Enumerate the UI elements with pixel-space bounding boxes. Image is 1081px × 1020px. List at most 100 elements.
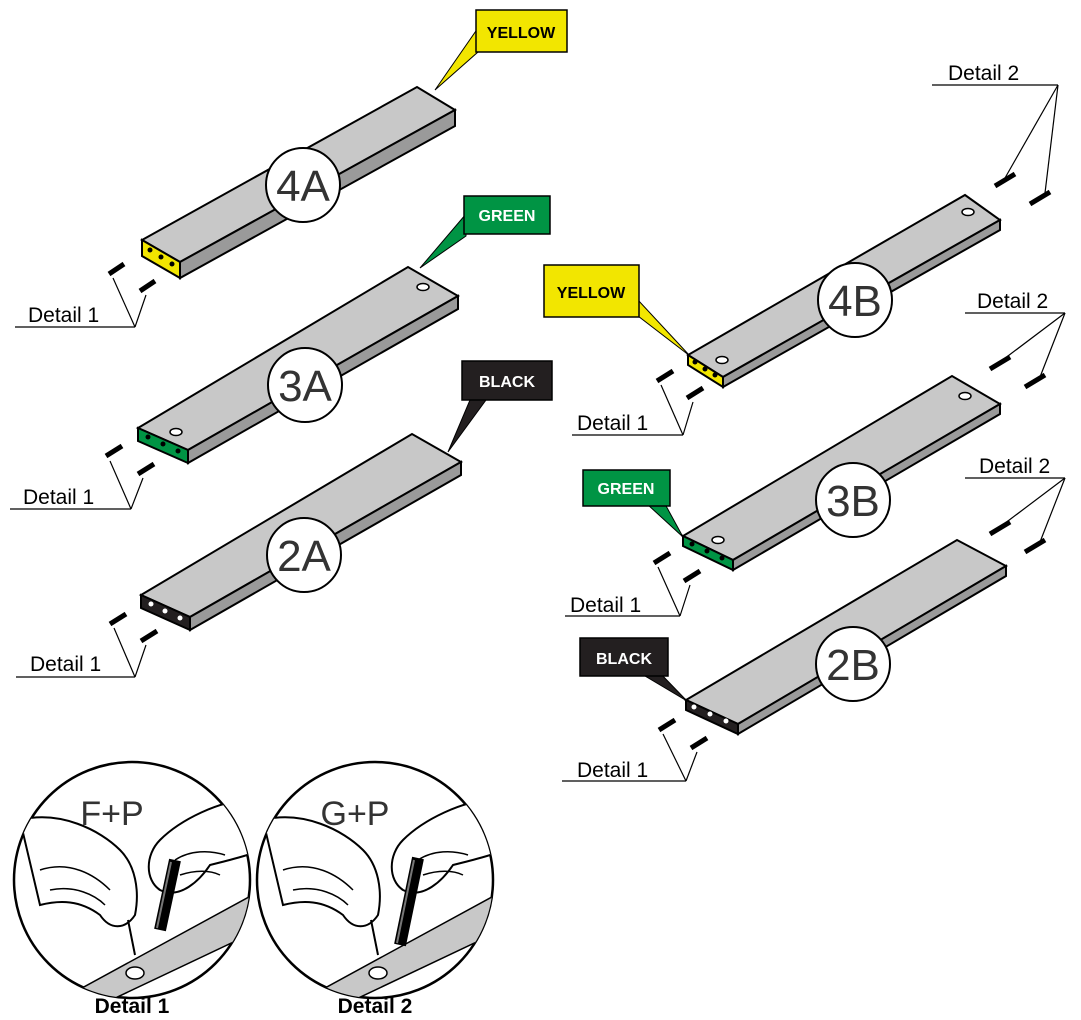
dowel xyxy=(993,171,1017,189)
dowel-held-highlight xyxy=(156,861,172,929)
board-2a-hole xyxy=(148,601,154,607)
detail-label: Detail 2 xyxy=(977,290,1048,313)
dowel xyxy=(655,368,675,384)
board-3a-hole xyxy=(160,441,166,447)
hand-left xyxy=(261,816,381,928)
dowel xyxy=(1023,372,1047,390)
dowel xyxy=(689,735,709,751)
leader xyxy=(679,584,691,617)
board-4b-label-circle xyxy=(817,262,893,338)
dowel xyxy=(685,385,705,401)
green-callout-3b: GREEN xyxy=(582,469,684,538)
dowels-2b-detail2: Detail 2 xyxy=(965,455,1066,555)
board-2a-label: 2A xyxy=(277,532,331,581)
detail-label: Detail 2 xyxy=(948,62,1019,85)
callout-box xyxy=(475,9,568,53)
board-4a-label-circle xyxy=(265,147,341,223)
board-2b-end xyxy=(685,698,739,736)
board-2b-label: 2B xyxy=(826,641,880,690)
hand-right-fingers xyxy=(417,850,469,876)
glue-nozzle xyxy=(370,919,379,956)
callout-pointer xyxy=(447,399,487,453)
leader xyxy=(130,477,144,510)
board-4b-hole xyxy=(692,359,698,365)
callout-pointer xyxy=(434,26,479,91)
detail-label: Detail 1 xyxy=(28,304,99,327)
leader xyxy=(1039,477,1066,543)
leader xyxy=(999,312,1066,363)
board-3a-top-hole xyxy=(169,427,183,437)
board-4b-label: 4B xyxy=(828,277,882,326)
board-4b-hole xyxy=(712,372,718,378)
dowels-2b-detail1: Detail 1 xyxy=(562,717,709,782)
board-4a: 4A xyxy=(139,85,457,280)
leader xyxy=(134,644,147,678)
dowel xyxy=(652,550,672,566)
leader xyxy=(662,733,687,782)
dowel xyxy=(107,261,126,277)
callout-text: YELLOW xyxy=(487,25,556,42)
hand-left-fingers xyxy=(39,866,111,906)
dowel-held xyxy=(154,858,181,932)
leader xyxy=(1004,84,1059,179)
inset-detail-1: F+P Detail 1 xyxy=(12,760,252,1018)
dowel-held xyxy=(394,856,424,947)
dowels-3b-detail2: Detail 2 xyxy=(965,290,1066,390)
board-3b-label: 3B xyxy=(826,477,880,526)
leader xyxy=(685,751,698,782)
board-3b-hole xyxy=(719,555,725,561)
hand-left-fingers xyxy=(282,866,354,906)
board-3b-top-hole xyxy=(958,391,972,401)
board-4a-hole xyxy=(169,261,175,267)
board-3b-top-hole xyxy=(711,535,725,545)
black-callout-2a: BLACK xyxy=(447,360,553,453)
board-4a-label: 4A xyxy=(276,162,330,211)
dowel xyxy=(136,461,156,477)
dowel xyxy=(1028,189,1052,207)
callout-box xyxy=(582,469,671,507)
board-4b-top-hole xyxy=(715,355,729,365)
inset-formula: F+P xyxy=(80,795,143,833)
callout-text: GREEN xyxy=(479,208,536,225)
inset-caption: Detail 2 xyxy=(338,995,413,1018)
glue-hole xyxy=(368,966,388,980)
callout-box xyxy=(461,360,553,401)
board-3a-label: 3A xyxy=(278,362,332,411)
dowel xyxy=(138,278,157,294)
callout-box xyxy=(579,637,669,677)
leader xyxy=(660,384,684,436)
board-3b: 3B xyxy=(680,374,1002,572)
board-2a: 2A xyxy=(138,432,464,632)
dowel-held-highlight xyxy=(396,859,415,944)
leader xyxy=(134,294,147,328)
dowels-4b-detail1: Detail 1 xyxy=(572,368,705,436)
board-2b-hole xyxy=(723,718,729,724)
callout-box xyxy=(463,195,551,235)
board-3b-label-circle xyxy=(815,462,891,538)
callout-pointer xyxy=(419,212,467,269)
leader xyxy=(682,401,694,436)
callout-pointer xyxy=(645,503,684,538)
board-3b-hole xyxy=(704,548,710,554)
callout-pointer xyxy=(637,298,691,357)
dowels-4b-detail2: Detail 2 xyxy=(932,62,1059,207)
board-4b-top-hole xyxy=(961,207,975,217)
leader xyxy=(113,627,136,678)
leader xyxy=(1039,312,1066,378)
yellow-callout-4a: YELLOW xyxy=(434,9,568,91)
dowels-3b-detail1: Detail 1 xyxy=(565,550,702,617)
dowel xyxy=(1023,537,1047,555)
board-2b-label-circle xyxy=(815,626,891,702)
hand-right-fingers xyxy=(174,850,226,876)
callout-box xyxy=(543,264,640,318)
dowel xyxy=(104,443,124,459)
dowel xyxy=(988,519,1012,537)
board-4a-hole xyxy=(158,254,164,260)
leader xyxy=(112,277,136,328)
detail-label: Detail 2 xyxy=(979,455,1050,478)
dowel xyxy=(988,354,1012,372)
callout-pointer xyxy=(638,672,688,702)
board-2a-hole xyxy=(162,608,168,614)
board-3b-hole xyxy=(689,541,695,547)
detail-label: Detail 1 xyxy=(570,594,641,617)
